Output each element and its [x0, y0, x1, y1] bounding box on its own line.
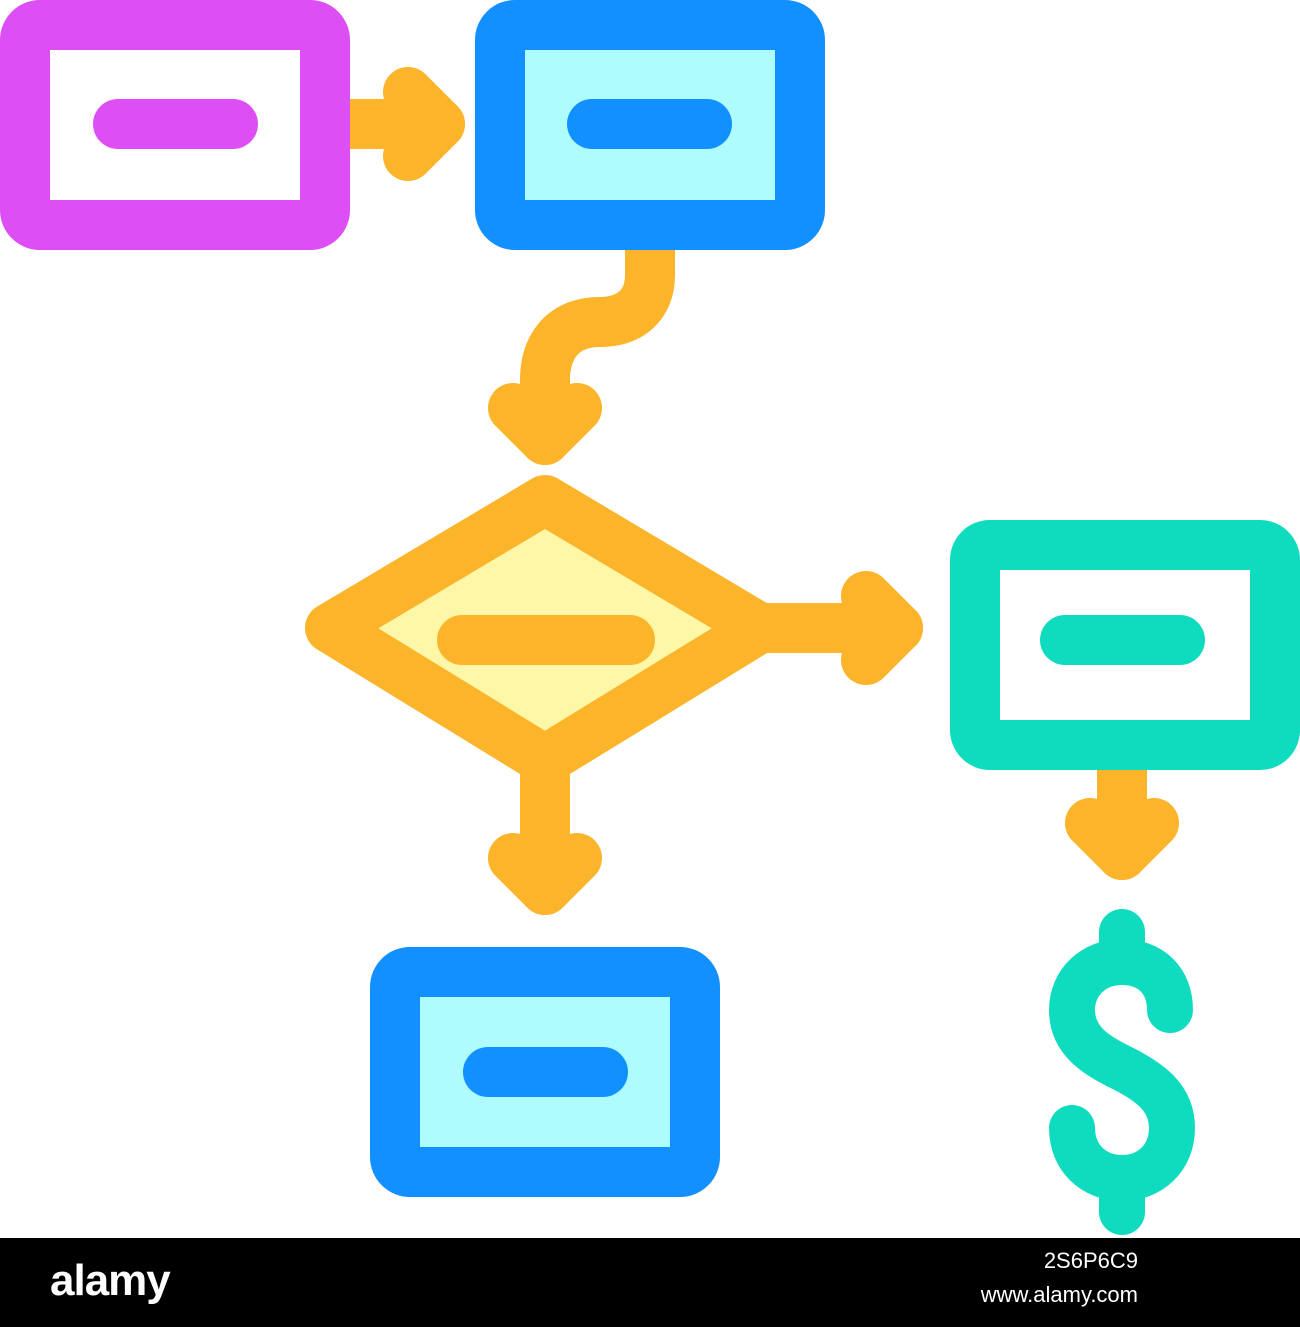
arrowhead-right-2	[841, 571, 923, 685]
decision-diamond	[305, 475, 785, 785]
arrowhead-down-3	[1065, 798, 1179, 880]
footer-url: www.alamy.com	[980, 1282, 1138, 1307]
footer-brand-logo: alamy	[50, 1256, 171, 1305]
arrowhead-down-2	[488, 833, 602, 915]
process-box-top	[475, 0, 825, 250]
footer-image-id: 2S6P6C9	[1043, 1248, 1138, 1273]
process-box-bottom	[370, 947, 720, 1197]
connectors	[320, 67, 1179, 915]
process-box-right	[950, 520, 1300, 770]
dollar-s-curve	[1049, 939, 1195, 1201]
flowchart-diagram	[0, 0, 1300, 1235]
arrowhead-right-1	[383, 67, 465, 181]
process-box-start	[0, 0, 350, 250]
connector-wave	[520, 223, 675, 465]
dollar-sign-icon	[1049, 909, 1195, 1235]
footer-bar: alamy 2S6P6C9 www.alamy.com	[0, 1238, 1300, 1327]
arrowhead-down-1	[488, 383, 602, 465]
